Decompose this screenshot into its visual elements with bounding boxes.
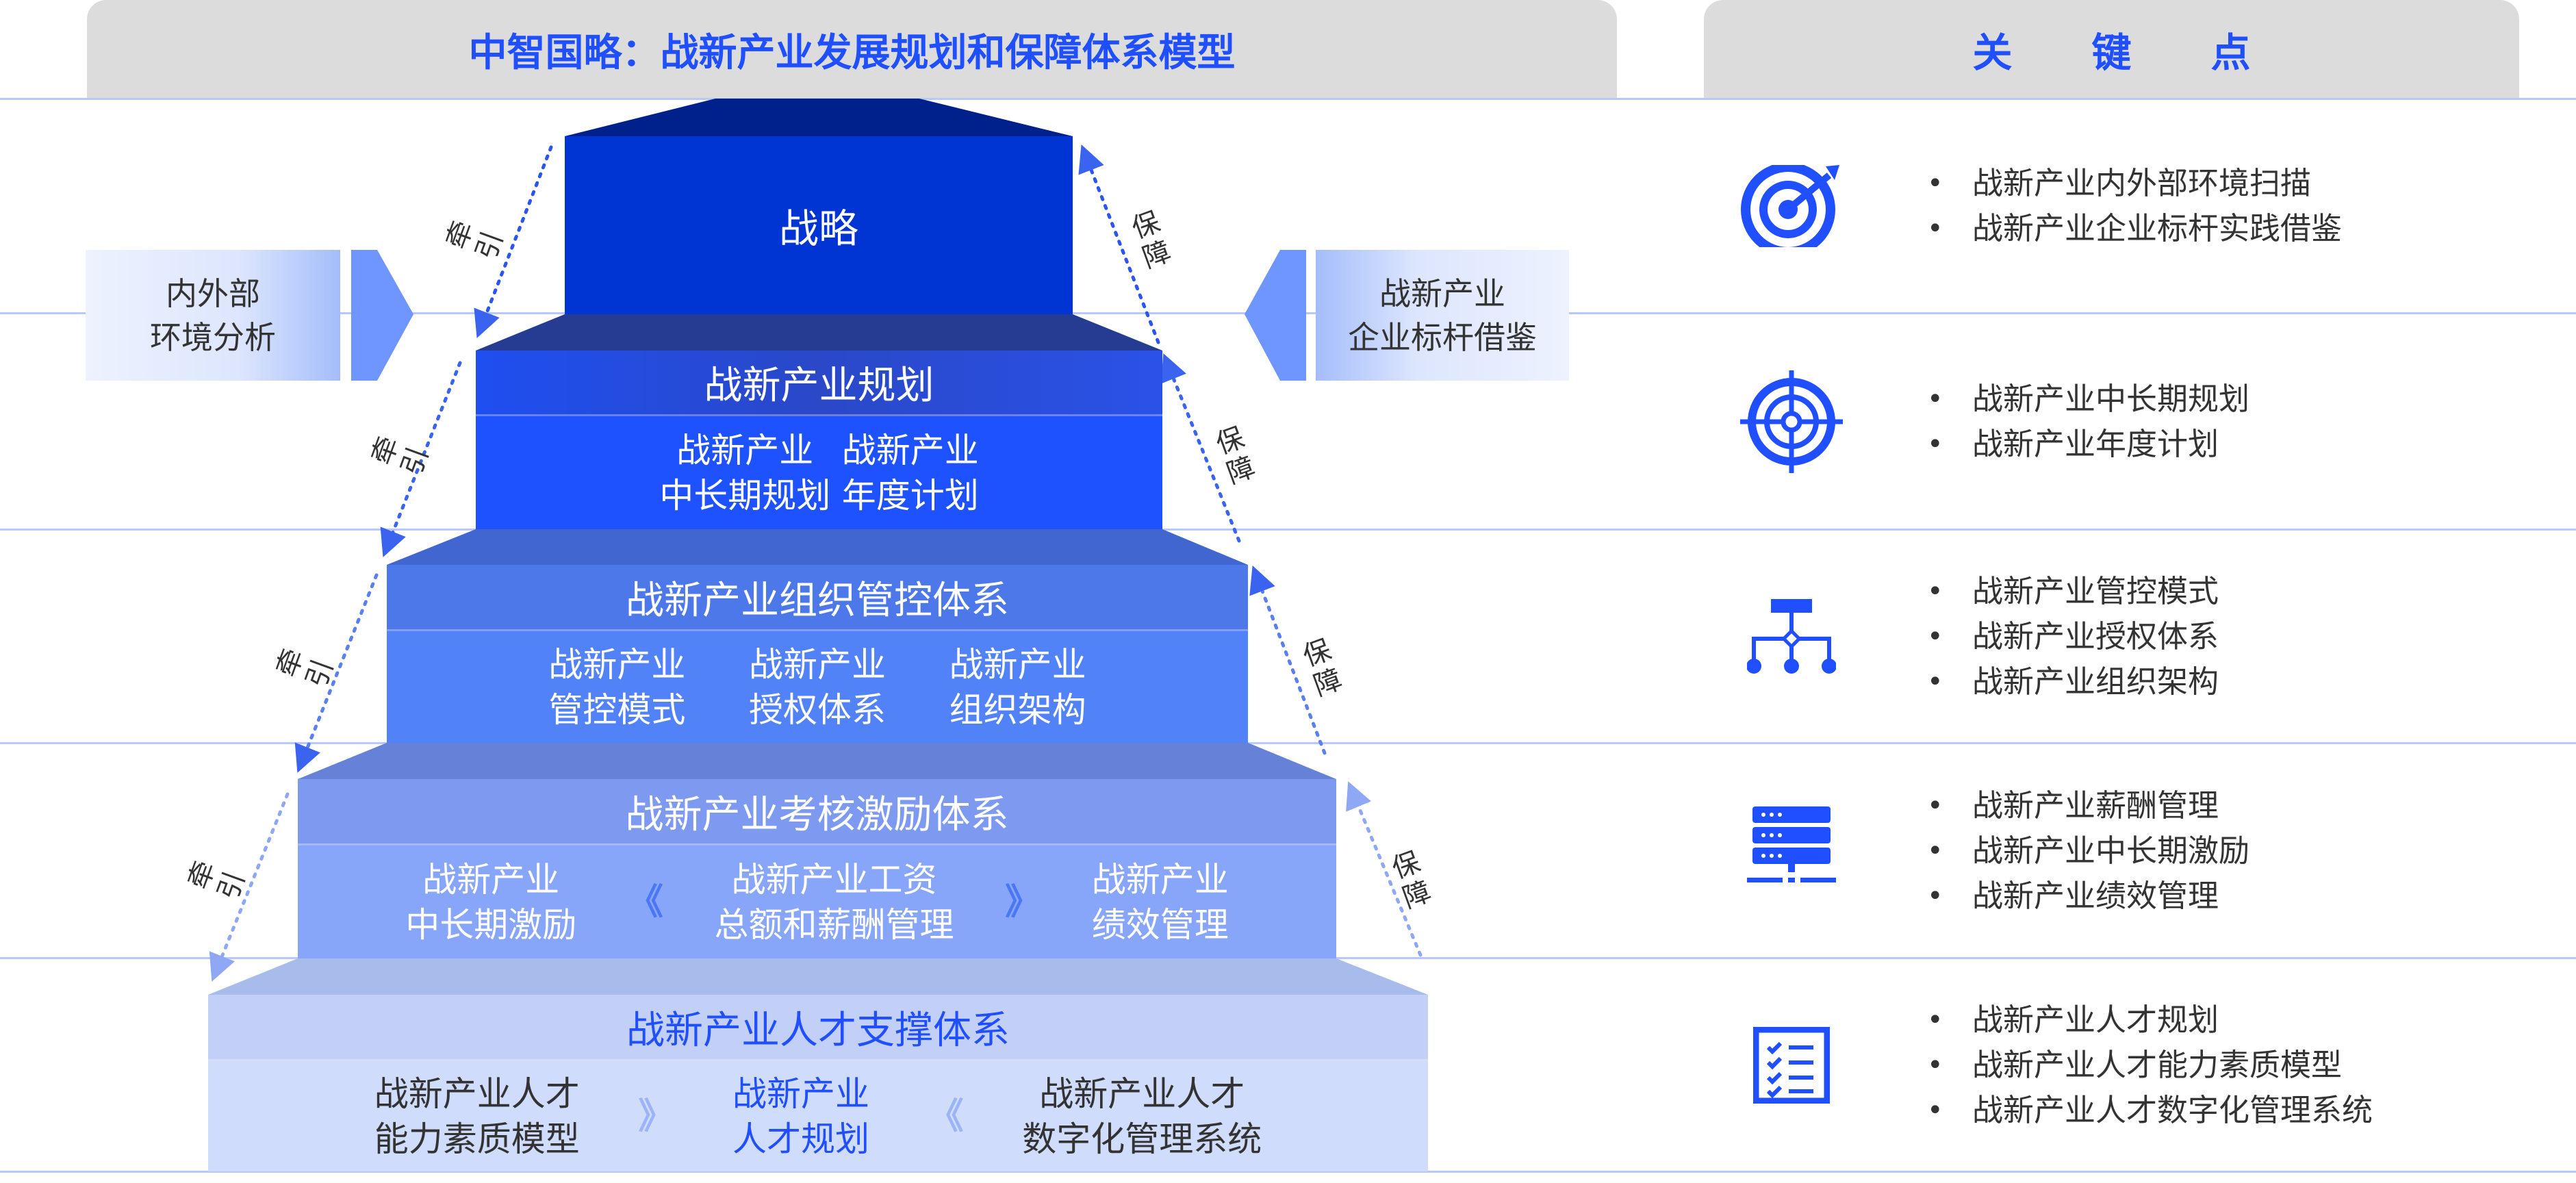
level-item: 战新产业 中长期规划 — [659, 430, 831, 516]
key-point-item: •战新产业中长期激励 — [1927, 832, 2250, 869]
key-point-item: •战新产业人才规划 — [1927, 1001, 2219, 1038]
level-top-1 — [476, 314, 1162, 351]
level-talent: 战新产业人才支撑体系 战新产业人才 能力素质模型 》 战新产业 人才规划 《 战… — [208, 995, 1428, 1171]
level-item: 战新产业 绩效管理 — [1091, 859, 1229, 945]
level-title: 战新产业考核激励体系 — [298, 779, 1336, 845]
key-point-row: •战新产业中长期规划 •战新产业年度计划 — [1704, 314, 2576, 529]
strategy-block: 战略 — [565, 136, 1073, 314]
level-item: 战新产业 管控模式 — [548, 644, 686, 730]
level-org-control: 战新产业组织管控体系 战新产业 管控模式 战新产业 授权体系 战新产业 组织架构 — [387, 565, 1248, 743]
divider — [0, 1171, 2576, 1173]
key-point-item: •战新产业组织架构 — [1927, 663, 2219, 700]
left-chevron-arrow — [351, 250, 413, 381]
key-points-title: 关 键 点 — [1972, 29, 2251, 76]
divider — [0, 529, 2576, 531]
level-item: 战新产业 年度计划 — [841, 430, 979, 516]
benchmark-box: 战新产业 企业标杆借鉴 — [1316, 250, 1569, 381]
level-item: 战新产业 人才规划 — [732, 1073, 869, 1159]
level-item: 战新产业 组织架构 — [949, 644, 1086, 730]
key-point-item: •战新产业中长期规划 — [1927, 380, 2250, 417]
guarantee-arrow — [1160, 353, 1241, 543]
level-title: 战新产业人才支撑体系 — [208, 995, 1428, 1061]
key-point-item: •战新产业管控模式 — [1927, 573, 2219, 609]
key-point-row: •战新产业薪酬管理 •战新产业中长期激励 •战新产业绩效管理 — [1704, 744, 2576, 957]
key-points-header: 关 键 点 — [1704, 0, 2519, 99]
pull-arrow — [209, 792, 290, 982]
key-point-row: •战新产业人才规划 •战新产业人才能力素质模型 •战新产业人才数字化管理系统 — [1704, 959, 2576, 1171]
internal-external-analysis-box: 内外部 环境分析 — [86, 250, 340, 381]
level-item: 战新产业 授权体系 — [748, 644, 886, 730]
level-item: 战新产业工资 总额和薪酬管理 — [714, 859, 954, 945]
divider — [0, 98, 2576, 100]
chevron-right-icon: 》 — [1005, 881, 1041, 923]
level-top-4 — [208, 958, 1428, 995]
crosshair-icon — [1704, 370, 1879, 473]
pyramid-shapes — [208, 99, 1428, 995]
model-title: 中智国略：战新产业发展规划和保障体系模型 — [468, 30, 1236, 75]
server-icon — [1704, 806, 1879, 895]
level-planning: 战新产业规划 战新产业 中长期规划 战新产业 年度计划 — [476, 351, 1162, 529]
level-title: 战新产业规划 — [476, 351, 1162, 416]
guarantee-arrow — [1346, 781, 1423, 957]
pull-arrow — [380, 361, 462, 557]
level-top-2 — [387, 529, 1248, 565]
key-point-item: •战新产业企业标杆实践借鉴 — [1927, 210, 2343, 246]
key-point-item: •战新产业授权体系 — [1927, 618, 2219, 654]
level-title: 战新产业组织管控体系 — [387, 565, 1248, 631]
level-top-strategy — [565, 99, 1073, 136]
key-point-item: •战新产业人才能力素质模型 — [1927, 1046, 2343, 1083]
target-arrow-icon — [1704, 165, 1879, 247]
key-point-item: •战新产业薪酬管理 — [1927, 787, 2219, 824]
level-item: 战新产业人才 数字化管理系统 — [1022, 1073, 1262, 1159]
key-point-row: •战新产业管控模式 •战新产业授权体系 •战新产业组织架构 — [1704, 531, 2576, 743]
chevron-left-icon: 《 — [627, 881, 663, 923]
level-top-3 — [298, 743, 1336, 779]
level-item: 战新产业 中长期激励 — [405, 859, 577, 945]
strategy-title: 战略 — [778, 205, 858, 252]
key-point-item: •战新产业年度计划 — [1927, 425, 2219, 462]
right-chevron-arrow — [1245, 250, 1306, 381]
level-incentive: 战新产业考核激励体系 战新产业 中长期激励 《 战新产业工资 总额和薪酬管理 》… — [298, 779, 1336, 958]
guarantee-arrow — [1249, 565, 1327, 755]
checklist-icon — [1704, 1026, 1879, 1104]
key-point-item: •战新产业绩效管理 — [1927, 877, 2219, 914]
model-title-header: 中智国略：战新产业发展规划和保障体系模型 — [87, 0, 1617, 99]
level-item: 战新产业人才 能力素质模型 — [374, 1073, 580, 1159]
chevron-left-icon: 《 — [928, 1095, 964, 1137]
key-point-item: •战新产业内外部环境扫描 — [1927, 165, 2312, 201]
chevron-right-icon: 》 — [638, 1095, 674, 1137]
key-point-row: •战新产业内外部环境扫描 •战新产业企业标杆实践借鉴 — [1704, 100, 2576, 312]
key-point-item: •战新产业人才数字化管理系统 — [1927, 1091, 2373, 1128]
org-chart-icon — [1704, 599, 1879, 674]
pull-arrow — [474, 145, 553, 338]
divider — [0, 742, 2576, 744]
